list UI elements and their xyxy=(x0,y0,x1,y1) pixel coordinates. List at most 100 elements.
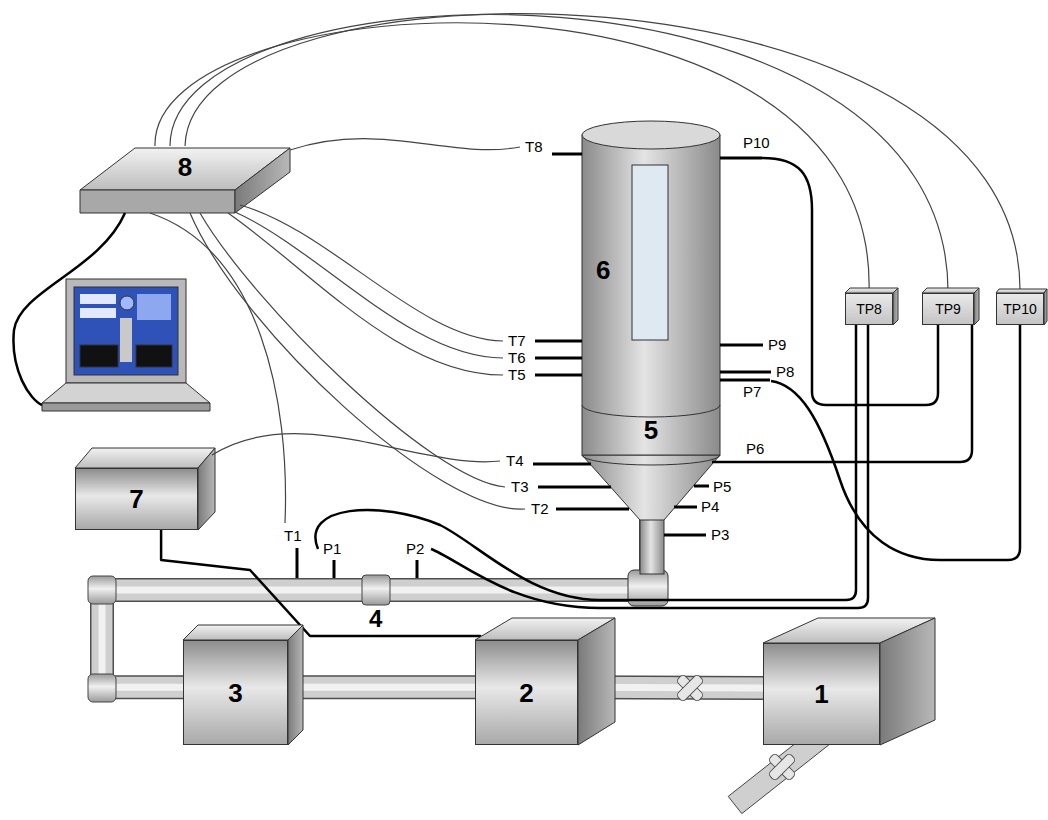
signal-cable xyxy=(13,158,1020,608)
sensor-stub xyxy=(720,379,770,382)
part-number: 1 xyxy=(814,679,828,709)
signal-cable xyxy=(712,325,972,462)
sensor-label: T7 xyxy=(507,332,527,349)
box-faces xyxy=(1044,289,1047,325)
pressure-transducer: TP10 xyxy=(996,293,1044,325)
sensor-label: T3 xyxy=(510,478,530,495)
sensor-stub xyxy=(720,344,763,347)
laptop-computer xyxy=(42,383,210,403)
box-faces xyxy=(288,625,303,745)
box-faces xyxy=(183,625,303,640)
thermocouple-wire xyxy=(240,205,503,341)
sensor-label: P10 xyxy=(742,134,771,151)
laptop-computer xyxy=(137,294,171,320)
valve-symbol xyxy=(676,674,704,702)
sensor-stub xyxy=(296,548,299,578)
laptop-computer xyxy=(120,318,132,362)
sensor-stub xyxy=(533,463,591,466)
sensor-label: T6 xyxy=(507,349,527,366)
part-number: 7 xyxy=(129,484,143,514)
pipe-fittings xyxy=(88,674,116,702)
pressure-transducer: TP8 xyxy=(845,293,893,325)
distillation-column xyxy=(582,135,720,455)
equipment-box: 3 xyxy=(183,640,288,745)
sensor-stub xyxy=(720,371,771,374)
sensor-label: T8 xyxy=(524,138,544,155)
thermocouple-wire xyxy=(200,213,505,487)
valve-symbol xyxy=(768,753,796,781)
thermocouple-wire xyxy=(235,212,503,358)
part-number: 3 xyxy=(228,678,242,708)
sensor-label: P7 xyxy=(742,383,762,400)
data-logger-slab xyxy=(235,148,290,213)
valve-symbol xyxy=(676,674,704,702)
sensor-stub xyxy=(556,508,629,511)
sensor-label: T2 xyxy=(530,500,550,517)
valve-symbol xyxy=(768,753,796,781)
signal-cable xyxy=(431,325,868,608)
laptop-computer xyxy=(80,294,116,304)
signal-cable xyxy=(771,325,1020,560)
thermocouple-wire xyxy=(228,213,503,375)
box-faces xyxy=(75,288,1047,745)
laptop-computer xyxy=(120,296,134,310)
column-section: 5 xyxy=(582,405,720,455)
box-faces xyxy=(880,618,935,745)
laptop-computer xyxy=(66,279,186,383)
data-logger: 8 xyxy=(110,146,260,188)
part-number: TP8 xyxy=(856,301,882,317)
equipment-box: 2 xyxy=(475,640,578,745)
laptop-computer xyxy=(80,345,118,367)
sensor-stub xyxy=(333,560,336,578)
box-faces xyxy=(974,288,979,325)
thermocouple-wire xyxy=(190,213,525,509)
box-faces xyxy=(198,448,215,530)
sensor-stub xyxy=(535,340,582,343)
pressure-transducer: TP9 xyxy=(922,293,974,325)
pipe-fittings xyxy=(88,575,837,814)
sensor-stub xyxy=(664,534,706,537)
pipe-connector xyxy=(288,675,475,699)
data-logger-slab xyxy=(80,148,290,213)
box-faces xyxy=(75,448,215,468)
data-logger-slab xyxy=(80,190,235,213)
thermocouple-wire xyxy=(170,15,948,293)
signal-cable xyxy=(161,530,480,640)
laptop-computer xyxy=(42,279,210,411)
box-faces xyxy=(893,288,898,325)
part-number: TP9 xyxy=(935,301,961,317)
pipe-connector xyxy=(288,687,475,688)
sensor-label: P5 xyxy=(712,478,732,495)
distillation-column xyxy=(582,455,720,465)
sensor-label: T1 xyxy=(283,527,303,544)
part-number: 5 xyxy=(644,415,658,445)
thermocouple-wire xyxy=(150,139,525,523)
part-number: 2 xyxy=(519,678,533,708)
signal-cable xyxy=(13,213,125,405)
distillation-column xyxy=(582,121,720,606)
sensor-stub xyxy=(538,486,611,489)
box-faces xyxy=(578,618,615,745)
thermocouple-wire xyxy=(170,15,948,293)
pipe-connector xyxy=(288,684,475,691)
distillation-column xyxy=(640,518,664,574)
sensor-stub xyxy=(694,485,709,488)
signal-cable xyxy=(161,530,480,640)
callout-number: 4 xyxy=(368,605,383,633)
sensor-label: P4 xyxy=(700,498,720,515)
sensor-label: T4 xyxy=(505,452,525,469)
signal-cable xyxy=(762,158,938,405)
sensor-label: P6 xyxy=(745,440,765,457)
sensor-stub xyxy=(674,506,697,509)
column-section: 6 xyxy=(582,135,720,405)
sensor-label: T5 xyxy=(507,366,527,383)
equipment-box: 7 xyxy=(75,468,198,530)
sensor-stub xyxy=(720,157,762,160)
sensor-stub xyxy=(416,560,419,578)
laptop-computer xyxy=(74,287,178,375)
sensor-label: P8 xyxy=(775,363,795,380)
sensor-stub xyxy=(535,357,582,360)
equipment-box: 1 xyxy=(763,643,880,745)
sensor-label: P2 xyxy=(405,540,425,557)
